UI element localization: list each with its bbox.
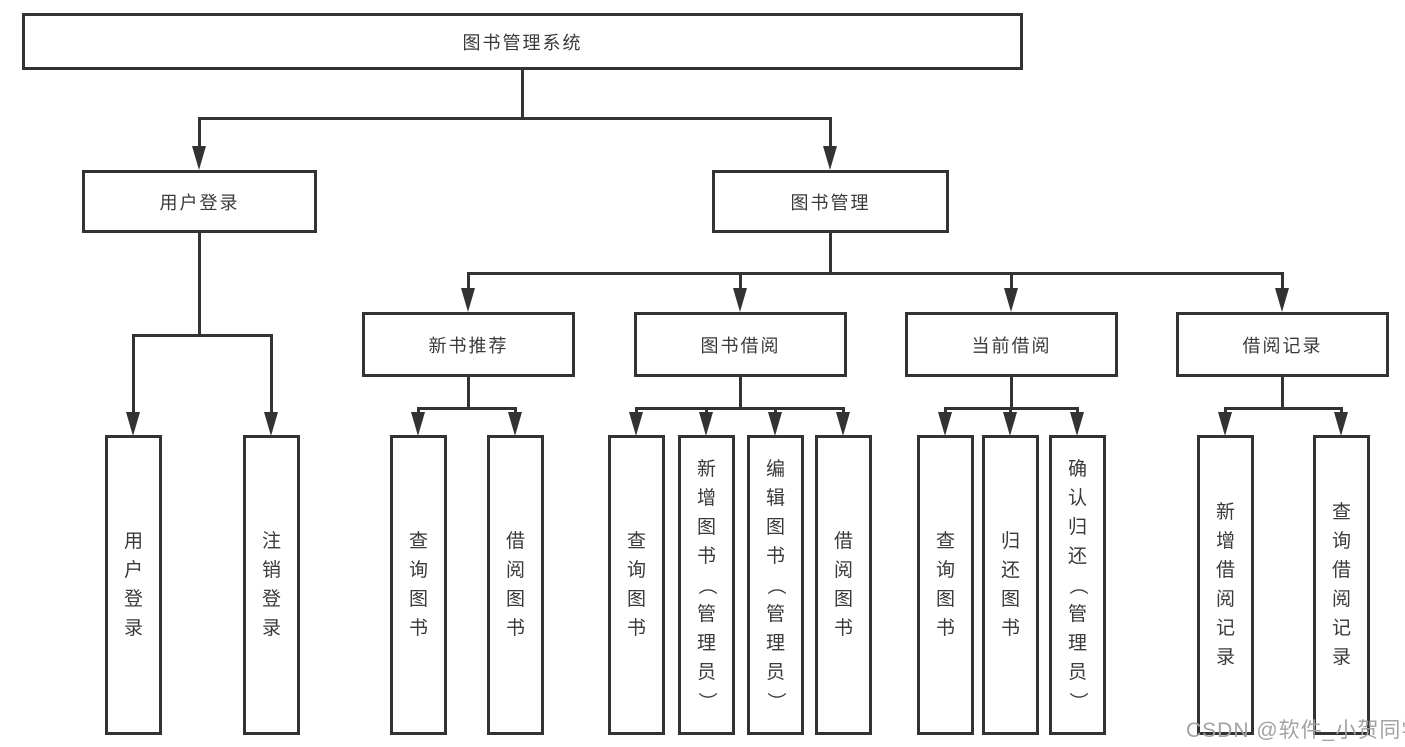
node-label: 查询借阅记录 <box>1331 502 1351 668</box>
node-label: 查询图书 <box>626 531 646 639</box>
connector-line <box>467 377 470 410</box>
arrow-down-icon <box>1004 288 1018 312</box>
connector-line <box>1224 407 1342 410</box>
node-leaf-query-borrow-record: 查询借阅记录 <box>1313 435 1370 735</box>
node-label: 注销登录 <box>261 531 281 639</box>
connector-line <box>198 233 201 337</box>
connector-line <box>829 117 832 149</box>
node-leaf-query-books-3: 查询图书 <box>917 435 974 735</box>
node-leaf-edit-books-admin: 编辑图书（管理员） <box>747 435 804 735</box>
connector-line <box>1281 272 1284 292</box>
arrow-down-icon <box>938 412 952 436</box>
watermark: CSDN @软件_小贺同学 <box>1186 719 1405 742</box>
node-label: 查询图书 <box>935 531 955 639</box>
node-label: 图书借阅 <box>700 335 781 356</box>
arrow-down-icon <box>733 288 747 312</box>
node-label: 图书管理系统 <box>462 32 583 53</box>
connector-line <box>132 334 273 337</box>
node-new-book-recommend: 新书推荐 <box>362 312 575 377</box>
connector-line <box>1010 377 1013 410</box>
arrow-down-icon <box>411 412 425 436</box>
node-label: 当前借阅 <box>971 335 1052 356</box>
node-leaf-query-books-2: 查询图书 <box>608 435 665 735</box>
node-book-management: 图书管理 <box>712 170 949 233</box>
arrow-down-icon <box>629 412 643 436</box>
arrow-down-icon <box>836 412 850 436</box>
arrow-down-icon <box>126 412 140 436</box>
node-label: 借阅图书 <box>505 531 525 639</box>
arrow-down-icon <box>508 412 522 436</box>
connector-line <box>1281 377 1284 410</box>
node-leaf-return-books: 归还图书 <box>982 435 1039 735</box>
arrow-down-icon <box>699 412 713 436</box>
arrow-down-icon <box>1070 412 1084 436</box>
node-label: 新书推荐 <box>428 335 509 356</box>
node-leaf-logout: 注销登录 <box>243 435 300 735</box>
arrow-down-icon <box>264 412 278 436</box>
arrow-down-icon <box>1334 412 1348 436</box>
connector-line <box>739 272 742 292</box>
node-leaf-borrow-books-1: 借阅图书 <box>487 435 544 735</box>
node-label: 用户登录 <box>159 192 240 213</box>
node-leaf-add-borrow-record: 新增借阅记录 <box>1197 435 1254 735</box>
arrow-down-icon <box>192 146 206 170</box>
connector-line <box>417 407 516 410</box>
arrow-down-icon <box>823 146 837 170</box>
arrow-down-icon <box>1003 412 1017 436</box>
node-label: 查询图书 <box>408 531 428 639</box>
connector-line <box>132 334 135 416</box>
connector-line <box>198 117 832 120</box>
node-root: 图书管理系统 <box>22 13 1023 70</box>
connector-line <box>1010 272 1013 292</box>
node-current-borrow: 当前借阅 <box>905 312 1118 377</box>
node-label: 确认归还（管理员） <box>1066 458 1088 711</box>
node-leaf-add-books-admin: 新增图书（管理员） <box>678 435 735 735</box>
node-label: 新增借阅记录 <box>1215 502 1235 668</box>
node-leaf-borrow-books-2: 借阅图书 <box>815 435 872 735</box>
connector-line <box>467 272 1284 275</box>
arrow-down-icon <box>461 288 475 312</box>
node-leaf-user-login: 用户登录 <box>105 435 162 735</box>
arrow-down-icon <box>768 412 782 436</box>
node-label: 编辑图书（管理员） <box>764 458 786 711</box>
node-label: 借阅记录 <box>1242 335 1323 356</box>
connector-line <box>467 272 470 292</box>
node-borrow-records: 借阅记录 <box>1176 312 1389 377</box>
node-label: 新增图书（管理员） <box>695 458 717 711</box>
arrow-down-icon <box>1275 288 1289 312</box>
node-label: 图书管理 <box>790 192 871 213</box>
connector-line <box>829 233 832 275</box>
node-label: 借阅图书 <box>833 531 853 639</box>
connector-line <box>521 70 524 119</box>
node-leaf-confirm-return-admin: 确认归还（管理员） <box>1049 435 1106 735</box>
node-user-login: 用户登录 <box>82 170 317 233</box>
connector-line <box>739 377 742 410</box>
connector-line <box>635 407 845 410</box>
connector-line <box>198 117 201 149</box>
node-label: 归还图书 <box>1000 531 1020 639</box>
node-label: 用户登录 <box>123 531 143 639</box>
node-book-borrow: 图书借阅 <box>634 312 847 377</box>
connector-line <box>270 334 273 416</box>
node-leaf-query-books-1: 查询图书 <box>390 435 447 735</box>
arrow-down-icon <box>1218 412 1232 436</box>
